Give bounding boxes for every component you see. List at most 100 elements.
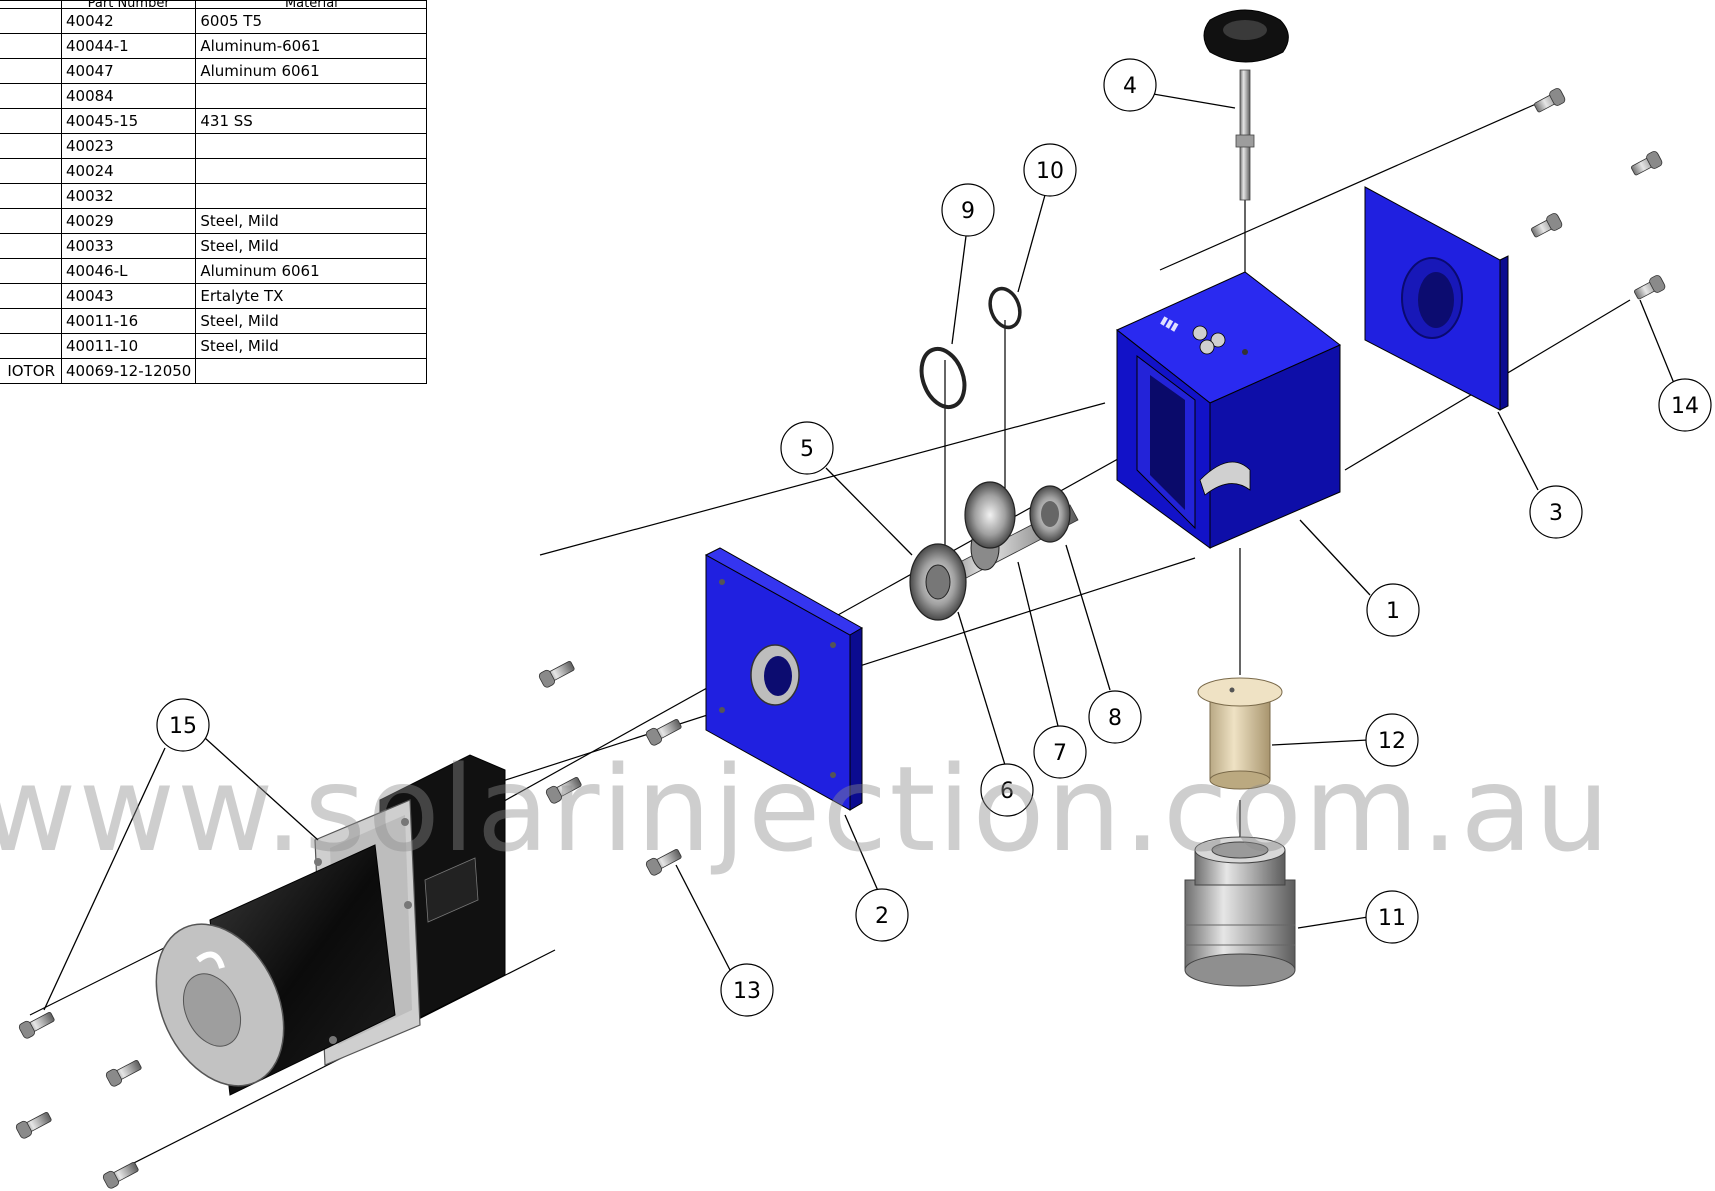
balloon-label: 6 [1000,779,1014,804]
leader-line [1497,411,1539,491]
balloon-label: 14 [1671,394,1699,419]
balloon-14: 14 [1658,378,1712,432]
balloon-6: 6 [980,763,1034,817]
balloon-label: 4 [1123,74,1137,99]
balloon-12: 12 [1365,713,1419,767]
housing-port [1210,332,1226,348]
balloon-label: 7 [1053,741,1067,766]
balloon-7: 7 [1033,725,1087,779]
bom-material [195,133,428,159]
balloon-1: 1 [1366,583,1420,637]
housing-port [1199,339,1215,355]
bom-desc [0,158,62,184]
housing-port [1192,325,1208,341]
cap-screw [1531,213,1563,238]
retaining-ring-10 [988,286,1022,330]
bearing-5 [964,481,1016,549]
cap-screw [538,661,575,688]
rear-cover-plate [1364,186,1509,411]
cap-screw [1534,88,1566,113]
balloon-label: 11 [1378,906,1406,931]
leader-line [825,467,913,556]
cap-screw [105,1060,142,1087]
balloon-label: 12 [1378,729,1406,754]
cap-screws [15,88,1666,1189]
housing-block: ▮▮▮ [1116,271,1341,549]
shaft-bearing-group [909,481,1079,621]
bom-part: 40047 [60,58,197,84]
drive-motor [155,754,506,1096]
bom-row: 40023 [0,133,428,159]
balloon-label: 2 [875,904,889,929]
bom-part: 40011-10 [60,333,197,359]
bom-material: 431 SS [195,108,428,134]
cap-screw [1634,275,1666,300]
cap-screw [645,719,682,746]
leader-line [1065,544,1111,691]
bom-part: 40069-12-12050 [60,358,197,384]
leader-line [1271,739,1369,746]
balloon-9: 9 [941,183,995,237]
bom-part: 40033 [60,233,197,259]
bom-material: Steel, Mild [195,308,428,334]
leader-line [204,737,319,841]
bom-material: Aluminum 6061 [195,258,428,284]
explosion-line [1159,99,1546,271]
cap-screw [102,1162,139,1189]
balloon-11: 11 [1365,890,1419,944]
retaining-ring-9 [919,346,967,410]
bom-material: Steel, Mild [195,208,428,234]
balloon-label: 1 [1386,599,1400,624]
watermark-text: www.solarinjection.com.au [0,740,1612,878]
balloon-15: 15 [156,698,210,752]
explosion-line [539,402,1106,556]
housing-hole [1242,349,1248,355]
bom-part: 40023 [60,133,197,159]
leader-line [844,814,883,901]
cap-screw [18,1012,55,1039]
bom-part: 40043 [60,283,197,309]
cap-screw [545,777,582,804]
balloon-8: 8 [1088,690,1142,744]
balloon-label: 13 [733,979,761,1004]
leader-line [1299,519,1371,596]
bom-desc [0,333,62,359]
bom-material [195,358,428,384]
balloon-5: 5 [780,421,834,475]
balloon-3: 3 [1529,485,1583,539]
balloon-label: 3 [1549,501,1563,526]
leader-line [951,235,967,345]
leader-line [1297,916,1369,929]
balloon-13: 13 [720,963,774,1017]
leader-line [1017,561,1059,727]
bom-desc [0,208,62,234]
motor-mount-plate [704,547,864,811]
bom-material: Steel, Mild [195,233,428,259]
leader-lines [43,89,1681,1011]
leader-line [43,747,166,1011]
balloon-10: 10 [1023,143,1077,197]
cap-screw [645,849,682,876]
leader-line [1017,194,1046,293]
bom-desc: IOTOR [0,358,62,384]
bom-material: Steel, Mild [195,333,428,359]
balloons: 1 2 3 4 5 6 7 8 9 10 11 12 13 14 15 [156,58,1712,1017]
balloon-2: 2 [855,888,909,942]
balloon-label: 5 [800,437,814,462]
bom-part: 40046-L [60,258,197,284]
balloon-label: 9 [961,199,975,224]
balloon-4: 4 [1103,58,1157,112]
leader-line [675,864,731,971]
bronze-bushing [1197,677,1283,790]
steel-nut [1184,836,1296,987]
